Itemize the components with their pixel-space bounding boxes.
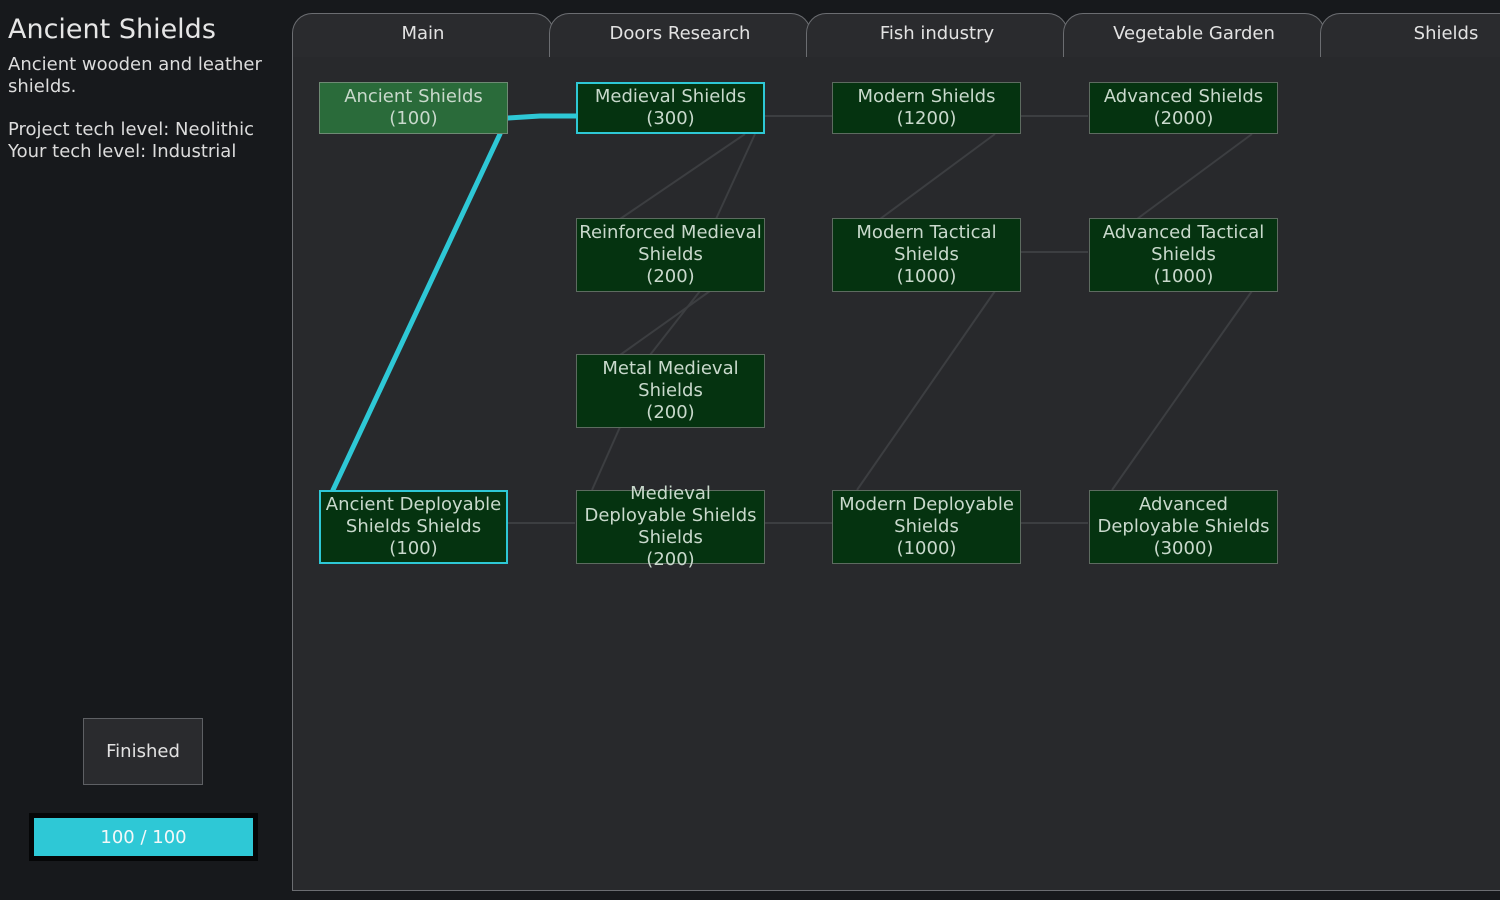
tab-shields[interactable]: Shields: [1320, 13, 1500, 57]
node-cost: (200): [646, 549, 695, 570]
node-modern-shields[interactable]: Modern Shields (1200): [832, 82, 1021, 134]
node-cost: (300): [646, 108, 695, 129]
tab-main[interactable]: Main: [292, 13, 554, 57]
progress-bar-fill: [34, 818, 253, 856]
node-medieval-shields[interactable]: Medieval Shields (300): [576, 82, 765, 134]
node-metal-medieval-shields[interactable]: Metal Medieval Shields (200): [576, 354, 765, 428]
node-medieval-deployable-shields[interactable]: Medieval Deployable Shields Shields (200…: [576, 483, 765, 570]
project-title: Ancient Shields: [8, 14, 216, 45]
node-label: Advanced Deployable Shields: [1097, 494, 1270, 537]
node-label: Ancient Shields: [344, 86, 483, 107]
node-label: Medieval Shields: [594, 86, 747, 107]
node-ancient-deployable-shields[interactable]: Ancient Deployable Shields Shields (100): [319, 490, 508, 564]
node-label: Modern Deployable Shields: [839, 494, 1014, 537]
finished-button[interactable]: Finished: [83, 718, 203, 785]
node-cost: (200): [646, 266, 695, 287]
node-label: Ancient Deployable Shields Shields: [325, 494, 502, 537]
node-cost: (1200): [896, 108, 957, 129]
node-label: Advanced Shields: [1103, 86, 1264, 107]
progress-text: 100 / 100: [100, 826, 187, 848]
tab-vegetable-garden[interactable]: Vegetable Garden: [1063, 13, 1325, 57]
node-advanced-deployable-shields[interactable]: Advanced Deployable Shields (3000): [1089, 490, 1278, 564]
node-label: Reinforced Medieval Shields: [579, 222, 762, 265]
project-info-panel: Ancient Shields Ancient wooden and leath…: [0, 0, 290, 900]
node-ancient-shields[interactable]: Ancient Shields (100): [319, 82, 508, 134]
progress-bar: 100 / 100: [29, 813, 258, 861]
node-label: Metal Medieval Shields: [602, 358, 739, 401]
project-description: Ancient wooden and leather shields.: [8, 54, 262, 97]
node-cost: (100): [389, 108, 438, 129]
node-label: Medieval Deployable Shields Shields: [584, 483, 757, 548]
node-label: Modern Shields: [857, 86, 996, 107]
node-label: Advanced Tactical Shields: [1102, 222, 1265, 265]
tab-doors-research[interactable]: Doors Research: [549, 13, 811, 57]
node-cost: (1000): [896, 538, 957, 559]
node-cost: (100): [389, 538, 438, 559]
tech-tree-canvas: [292, 56, 1500, 891]
tab-fish-industry[interactable]: Fish industry: [806, 13, 1068, 57]
node-cost: (1000): [1153, 266, 1214, 287]
node-advanced-shields[interactable]: Advanced Shields (2000): [1089, 82, 1278, 134]
node-label: Modern Tactical Shields: [856, 222, 997, 265]
node-cost: (2000): [1153, 108, 1214, 129]
your-tech-level: Your tech level: Industrial: [8, 141, 237, 162]
node-cost: (1000): [896, 266, 957, 287]
tab-bar: Main Doors Research Fish industry Vegeta…: [0, 0, 1500, 60]
node-cost: (3000): [1153, 538, 1214, 559]
node-modern-deployable-shields[interactable]: Modern Deployable Shields (1000): [832, 490, 1021, 564]
node-reinforced-medieval-shields[interactable]: Reinforced Medieval Shields (200): [576, 218, 765, 292]
node-cost: (200): [646, 402, 695, 423]
project-tech-level: Project tech level: Neolithic: [8, 119, 254, 140]
node-modern-tactical-shields[interactable]: Modern Tactical Shields (1000): [832, 218, 1021, 292]
node-advanced-tactical-shields[interactable]: Advanced Tactical Shields (1000): [1089, 218, 1278, 292]
